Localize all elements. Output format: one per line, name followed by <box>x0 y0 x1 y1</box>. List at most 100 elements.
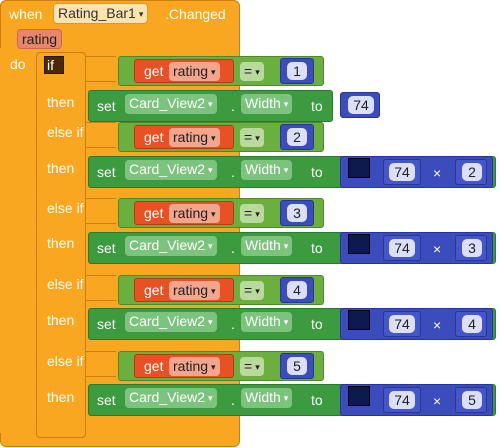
width-value[interactable]: 74 <box>348 96 374 114</box>
if-socket <box>86 198 116 224</box>
chevron-down-icon: ▾ <box>211 133 216 143</box>
mutator-gear[interactable] <box>348 386 370 406</box>
operator-dropdown[interactable]: =▾ <box>240 357 264 376</box>
chevron-down-icon: ▾ <box>211 362 216 372</box>
chevron-down-icon: ▾ <box>255 362 260 372</box>
component-dropdown[interactable]: Card_View2▾ <box>125 94 217 114</box>
component-name: Card_View2 <box>129 313 206 329</box>
compare-value[interactable]: 3 <box>287 204 307 222</box>
property-dropdown[interactable]: Width▾ <box>241 312 293 332</box>
then-keyword: then <box>47 389 75 405</box>
operator-symbol: = <box>244 282 253 298</box>
set-label: set <box>97 98 116 114</box>
then-keyword: then <box>47 235 75 251</box>
operator-dropdown[interactable]: =▾ <box>240 62 264 81</box>
operator-symbol: = <box>244 358 253 374</box>
get-label: get <box>144 358 164 374</box>
set-label: set <box>97 240 116 256</box>
if-keyword: else if <box>47 353 84 369</box>
times-operator: × <box>433 241 442 257</box>
component-dropdown[interactable]: Card_View2▾ <box>125 236 217 256</box>
variable-dropdown[interactable]: rating▾ <box>169 204 220 223</box>
compare-value[interactable]: 4 <box>287 281 307 299</box>
component-dropdown[interactable]: Rating_Bar1▾ <box>53 3 149 24</box>
do-label: do <box>10 56 26 72</box>
component-dropdown[interactable]: Card_View2▾ <box>125 388 217 408</box>
then-keyword: then <box>47 160 75 176</box>
to-label: to <box>311 392 323 408</box>
chevron-down-icon: ▾ <box>208 241 213 251</box>
component-name: Card_View2 <box>129 389 206 405</box>
dot-separator: . <box>231 392 235 408</box>
multiply-left-value[interactable]: 74 <box>389 163 415 181</box>
to-label: to <box>311 98 323 114</box>
variable-name: rating <box>173 129 209 145</box>
compare-value[interactable]: 5 <box>287 357 307 375</box>
get-label: get <box>144 205 164 221</box>
dot-separator: . <box>231 316 235 332</box>
event-name-label: .Changed <box>165 6 226 22</box>
then-keyword: then <box>47 312 75 328</box>
component-dropdown[interactable]: Card_View2▾ <box>125 160 217 180</box>
mutator-gear[interactable] <box>348 158 370 178</box>
if-socket <box>86 275 116 301</box>
then-keyword: then <box>47 94 75 110</box>
property-dropdown[interactable]: Width▾ <box>241 160 293 180</box>
mutator-gear[interactable] <box>348 310 370 330</box>
if-socket <box>86 122 116 148</box>
compare-value[interactable]: 2 <box>287 128 307 146</box>
multiply-right-value[interactable]: 5 <box>462 391 482 409</box>
property-dropdown[interactable]: Width▾ <box>241 388 293 408</box>
property-name: Width <box>245 389 281 405</box>
if-keyword: if <box>47 57 54 73</box>
multiply-right-value[interactable]: 2 <box>462 163 482 181</box>
times-operator: × <box>433 165 442 181</box>
chevron-down-icon: ▾ <box>211 286 216 296</box>
dot-separator: . <box>231 240 235 256</box>
operator-dropdown[interactable]: =▾ <box>240 204 264 223</box>
multiply-left-value[interactable]: 74 <box>389 239 415 257</box>
multiply-right-value[interactable]: 4 <box>462 315 482 333</box>
chevron-down-icon: ▾ <box>208 165 213 175</box>
chevron-down-icon: ▾ <box>283 165 289 175</box>
property-name: Width <box>245 95 281 111</box>
property-dropdown[interactable]: Width▾ <box>241 236 293 256</box>
set-label: set <box>97 164 116 180</box>
operator-dropdown[interactable]: =▾ <box>240 128 264 147</box>
operator-dropdown[interactable]: =▾ <box>240 281 264 300</box>
if-else-block[interactable] <box>36 52 86 438</box>
variable-name: rating <box>173 282 209 298</box>
multiply-right-value[interactable]: 3 <box>462 239 482 257</box>
chevron-down-icon: ▾ <box>283 393 289 403</box>
dot-separator: . <box>231 98 235 114</box>
multiply-left-value[interactable]: 74 <box>389 315 415 333</box>
variable-dropdown[interactable]: rating▾ <box>169 281 220 300</box>
param-rating[interactable]: rating <box>17 29 63 49</box>
compare-value[interactable]: 1 <box>287 62 307 80</box>
chevron-down-icon: ▾ <box>283 99 289 109</box>
chevron-down-icon: ▾ <box>255 209 260 219</box>
variable-name: rating <box>173 63 209 79</box>
variable-dropdown[interactable]: rating▾ <box>169 128 220 147</box>
variable-dropdown[interactable]: rating▾ <box>169 357 220 376</box>
multiply-left-value[interactable]: 74 <box>389 391 415 409</box>
dot-separator: . <box>231 164 235 180</box>
if-keyword: else if <box>47 276 84 292</box>
component-dropdown[interactable]: Card_View2▾ <box>125 312 217 332</box>
component-dropdown-label: Rating_Bar1 <box>58 5 136 21</box>
variable-name: rating <box>173 205 209 221</box>
operator-symbol: = <box>244 63 253 79</box>
to-label: to <box>311 164 323 180</box>
variable-dropdown[interactable]: rating▾ <box>169 62 220 81</box>
property-dropdown[interactable]: Width▾ <box>241 94 293 114</box>
if-socket <box>86 351 116 377</box>
get-label: get <box>144 129 164 145</box>
property-name: Width <box>245 161 281 177</box>
get-label: get <box>144 63 164 79</box>
mutator-gear[interactable] <box>348 234 370 254</box>
property-name: Width <box>245 313 281 329</box>
chevron-down-icon: ▾ <box>211 209 216 219</box>
to-label: to <box>311 316 323 332</box>
mutator-gear[interactable] <box>44 56 64 74</box>
if-keyword: else if <box>47 200 84 216</box>
